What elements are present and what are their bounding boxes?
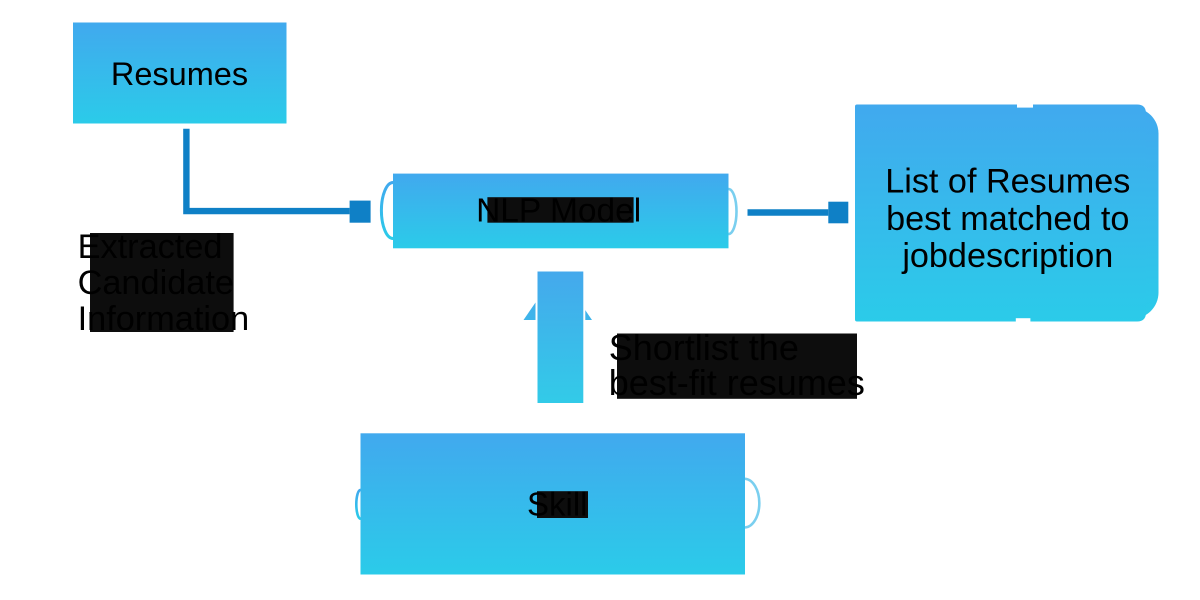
- svg-text:Skill: Skill: [527, 486, 588, 523]
- svg-text:Shortlist the: Shortlist the: [609, 327, 799, 368]
- svg-text:NLP Model: NLP Model: [476, 193, 641, 230]
- svg-text:best-fit resumes: best-fit resumes: [609, 362, 865, 403]
- svg-text:Candidate: Candidate: [78, 264, 234, 302]
- svg-text:jobdescription: jobdescription: [901, 237, 1113, 275]
- svg-text:List of Resumes: List of Resumes: [885, 163, 1130, 201]
- svg-text:Information: Information: [78, 300, 250, 338]
- svg-text:Resumes: Resumes: [111, 56, 248, 92]
- svg-text:Extracted: Extracted: [78, 228, 223, 266]
- svg-text:best matched to: best matched to: [886, 200, 1129, 238]
